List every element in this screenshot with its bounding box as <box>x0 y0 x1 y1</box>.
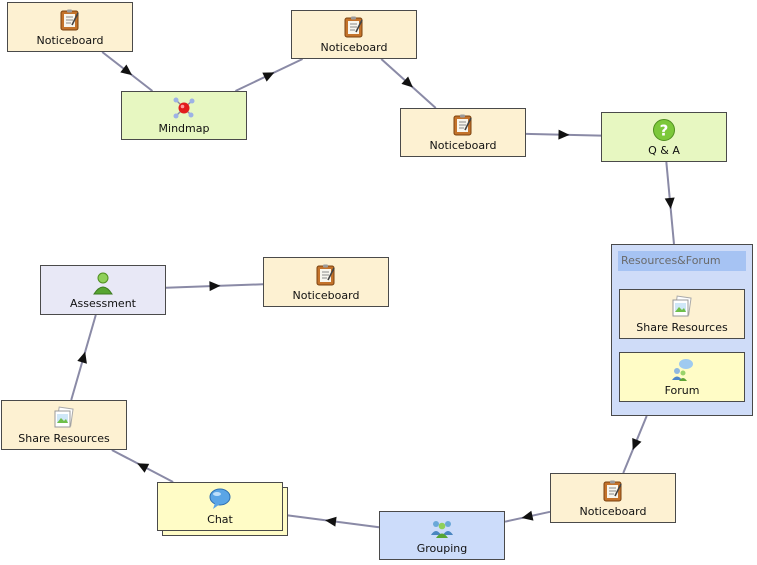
noticeboard-icon <box>314 263 338 287</box>
transition-arrow <box>521 510 534 521</box>
activity-label: Share Resources <box>636 321 728 334</box>
activity-noticeboard[interactable]: Noticeboard <box>291 10 417 59</box>
activity-label: Noticeboard <box>36 34 104 47</box>
activity-assessment[interactable]: Assessment <box>40 265 166 315</box>
chat-icon <box>208 487 232 511</box>
forum-icon <box>670 358 694 382</box>
activity-noticeboard[interactable]: Noticeboard <box>7 2 133 52</box>
activity-q-a[interactable]: ? Q & A <box>601 112 727 162</box>
activity-label: Noticeboard <box>429 139 497 152</box>
transition-arrow <box>664 197 675 209</box>
noticeboard-icon <box>601 479 625 503</box>
noticeboard-icon <box>58 8 82 32</box>
activity-label: Grouping <box>416 542 468 555</box>
activity-label: Mindmap <box>158 122 210 135</box>
transition-arrow <box>558 129 570 140</box>
transition-arrow <box>262 72 275 82</box>
activity-label: Q & A <box>648 144 680 157</box>
activity-label: Forum <box>664 384 700 397</box>
activity-chat[interactable]: Chat <box>157 482 283 531</box>
share-resources-icon <box>670 295 694 319</box>
activity-noticeboard[interactable]: Noticeboard <box>263 257 389 307</box>
activity-grouping[interactable]: Grouping <box>379 511 505 560</box>
activity-label: Share Resources <box>18 432 110 445</box>
transition-arrow <box>401 76 413 88</box>
activity-share-resources[interactable]: Share Resources <box>1 400 127 450</box>
transition-arrow <box>209 281 221 292</box>
activity-label: Noticeboard <box>320 41 388 54</box>
mindmap-icon <box>172 96 196 120</box>
activity-label: Chat <box>207 513 233 526</box>
question-icon: ? <box>652 118 676 142</box>
activity-label: Assessment <box>70 297 136 310</box>
activity-noticeboard[interactable]: Noticeboard <box>550 473 676 523</box>
transition-arrow <box>137 463 150 473</box>
activity-share-resources[interactable]: Share Resources <box>619 289 745 339</box>
container-title: Resources&Forum <box>618 251 746 271</box>
noticeboard-icon <box>451 113 475 137</box>
activity-label: Noticeboard <box>579 505 647 518</box>
transition-arrow <box>632 437 642 451</box>
transition-arrow <box>120 64 133 76</box>
transition-arrow <box>325 516 337 527</box>
transition-arrow <box>77 351 87 364</box>
activity-noticeboard[interactable]: Noticeboard <box>400 108 526 157</box>
noticeboard-icon <box>342 15 366 39</box>
svg-text:?: ? <box>660 122 669 140</box>
activity-mindmap[interactable]: Mindmap <box>121 91 247 140</box>
assessment-icon <box>91 271 115 295</box>
activity-forum[interactable]: Forum <box>619 352 745 402</box>
activity-label: Noticeboard <box>292 289 360 302</box>
grouping-icon <box>430 516 454 540</box>
share-resources-icon <box>52 406 76 430</box>
